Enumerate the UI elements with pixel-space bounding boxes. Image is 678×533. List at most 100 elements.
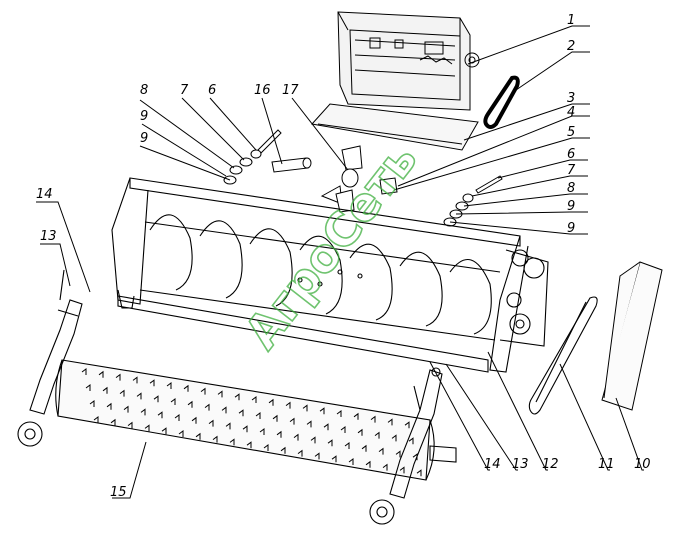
reel-tine xyxy=(289,417,295,425)
reel-tine xyxy=(81,368,87,375)
reel-tine xyxy=(132,376,138,384)
reel-tine xyxy=(195,432,201,440)
reel-tine xyxy=(387,418,393,426)
reel-tine xyxy=(225,422,231,430)
callout-1: 1 xyxy=(567,13,575,28)
reel-tine xyxy=(412,453,418,461)
callout-11: 11 xyxy=(598,457,615,472)
reel-tine xyxy=(323,423,329,431)
guard-panel xyxy=(601,261,663,411)
callout-14-bottom: 14 xyxy=(484,457,501,472)
reel-tine xyxy=(404,421,410,429)
reel-tine xyxy=(115,373,121,381)
reel-tine xyxy=(242,425,248,433)
reel-tine xyxy=(263,444,269,451)
reel-tine xyxy=(170,398,176,405)
reel-tine xyxy=(302,404,308,412)
callout-15: 15 xyxy=(110,485,127,500)
auger-frame xyxy=(111,177,549,373)
reel-tine xyxy=(187,400,193,408)
reel-tine xyxy=(106,402,112,410)
callout-4: 4 xyxy=(567,105,575,120)
reel-tine xyxy=(212,435,218,443)
reel-tine xyxy=(246,441,252,449)
reel-tine xyxy=(221,406,227,414)
reel-tine xyxy=(161,427,167,435)
reel-tine xyxy=(204,403,210,411)
reel-tine xyxy=(98,370,104,378)
reel-tine xyxy=(110,418,116,426)
reel-tine xyxy=(238,409,244,417)
reel-tine xyxy=(140,408,146,416)
reel-tine xyxy=(85,384,91,391)
reel-tine xyxy=(136,392,142,400)
reel-tine xyxy=(191,416,197,424)
reel-tine xyxy=(314,452,320,460)
reel-tine xyxy=(327,439,333,447)
leader-lines xyxy=(36,25,644,499)
callout-9-right-a: 9 xyxy=(567,199,575,214)
cover-plate xyxy=(311,103,479,151)
callout-9-left-a: 9 xyxy=(140,109,148,124)
reel-tine xyxy=(178,430,184,437)
reel-tine xyxy=(391,434,397,442)
callout-9-right-b: 9 xyxy=(567,221,575,236)
callout-9-left-b: 9 xyxy=(140,131,148,146)
reel-tine xyxy=(378,447,384,455)
reel-tine xyxy=(229,438,235,446)
reel-tine xyxy=(306,420,312,428)
callout-17: 17 xyxy=(282,83,299,98)
callout-13-bottom: 13 xyxy=(512,457,529,472)
reel-tine xyxy=(119,389,125,397)
reel-tine xyxy=(357,428,363,436)
reel-tine xyxy=(297,449,303,457)
reel-tine xyxy=(280,446,286,454)
reel-tine xyxy=(102,386,108,394)
callout-2: 2 xyxy=(567,39,575,54)
callout-5: 5 xyxy=(567,125,575,140)
reel-tines xyxy=(81,368,422,477)
reel-tine xyxy=(382,463,388,471)
reel-tine xyxy=(144,424,150,432)
reel-tine xyxy=(340,426,346,433)
reel-tine xyxy=(353,412,359,420)
reel-tine xyxy=(149,379,155,387)
reel-tine xyxy=(127,421,133,429)
reel-tine xyxy=(365,460,371,468)
reel-tine xyxy=(93,416,99,423)
fasteners xyxy=(223,129,503,227)
callout-3: 3 xyxy=(567,91,575,106)
callout-6-left: 6 xyxy=(208,83,216,98)
reel-tine xyxy=(255,412,261,419)
callout-7-right: 7 xyxy=(567,163,576,178)
callout-8-right: 8 xyxy=(567,181,575,196)
reel-tine xyxy=(272,414,278,422)
reel-tine xyxy=(200,387,206,395)
watermark-text: АгроСеть xyxy=(234,133,427,359)
reel-tine xyxy=(285,401,291,409)
callout-14-left: 14 xyxy=(36,187,53,202)
reel-tine xyxy=(319,407,325,415)
reel-tine xyxy=(217,390,223,398)
reel-tine xyxy=(331,455,337,463)
reel-tine xyxy=(259,428,265,435)
reel-tine xyxy=(344,442,350,449)
reel-tine xyxy=(374,431,380,439)
reel-tine xyxy=(370,415,376,423)
reel-tine xyxy=(336,410,342,417)
reel-tine xyxy=(89,400,95,407)
callout-7-left: 7 xyxy=(180,83,189,98)
reel-tine xyxy=(183,384,189,392)
callout-10: 10 xyxy=(634,457,651,472)
reel-tine xyxy=(268,398,274,406)
reel-tine xyxy=(166,382,172,389)
reel-tine xyxy=(361,444,367,452)
callout-8-left: 8 xyxy=(140,83,148,98)
callout-16: 16 xyxy=(254,83,271,98)
watermark-logo: АгроСеть xyxy=(233,132,428,360)
small-belt xyxy=(483,75,520,129)
reel-tine xyxy=(153,395,159,403)
reel-tine xyxy=(208,419,214,427)
reel-tine xyxy=(416,469,422,477)
